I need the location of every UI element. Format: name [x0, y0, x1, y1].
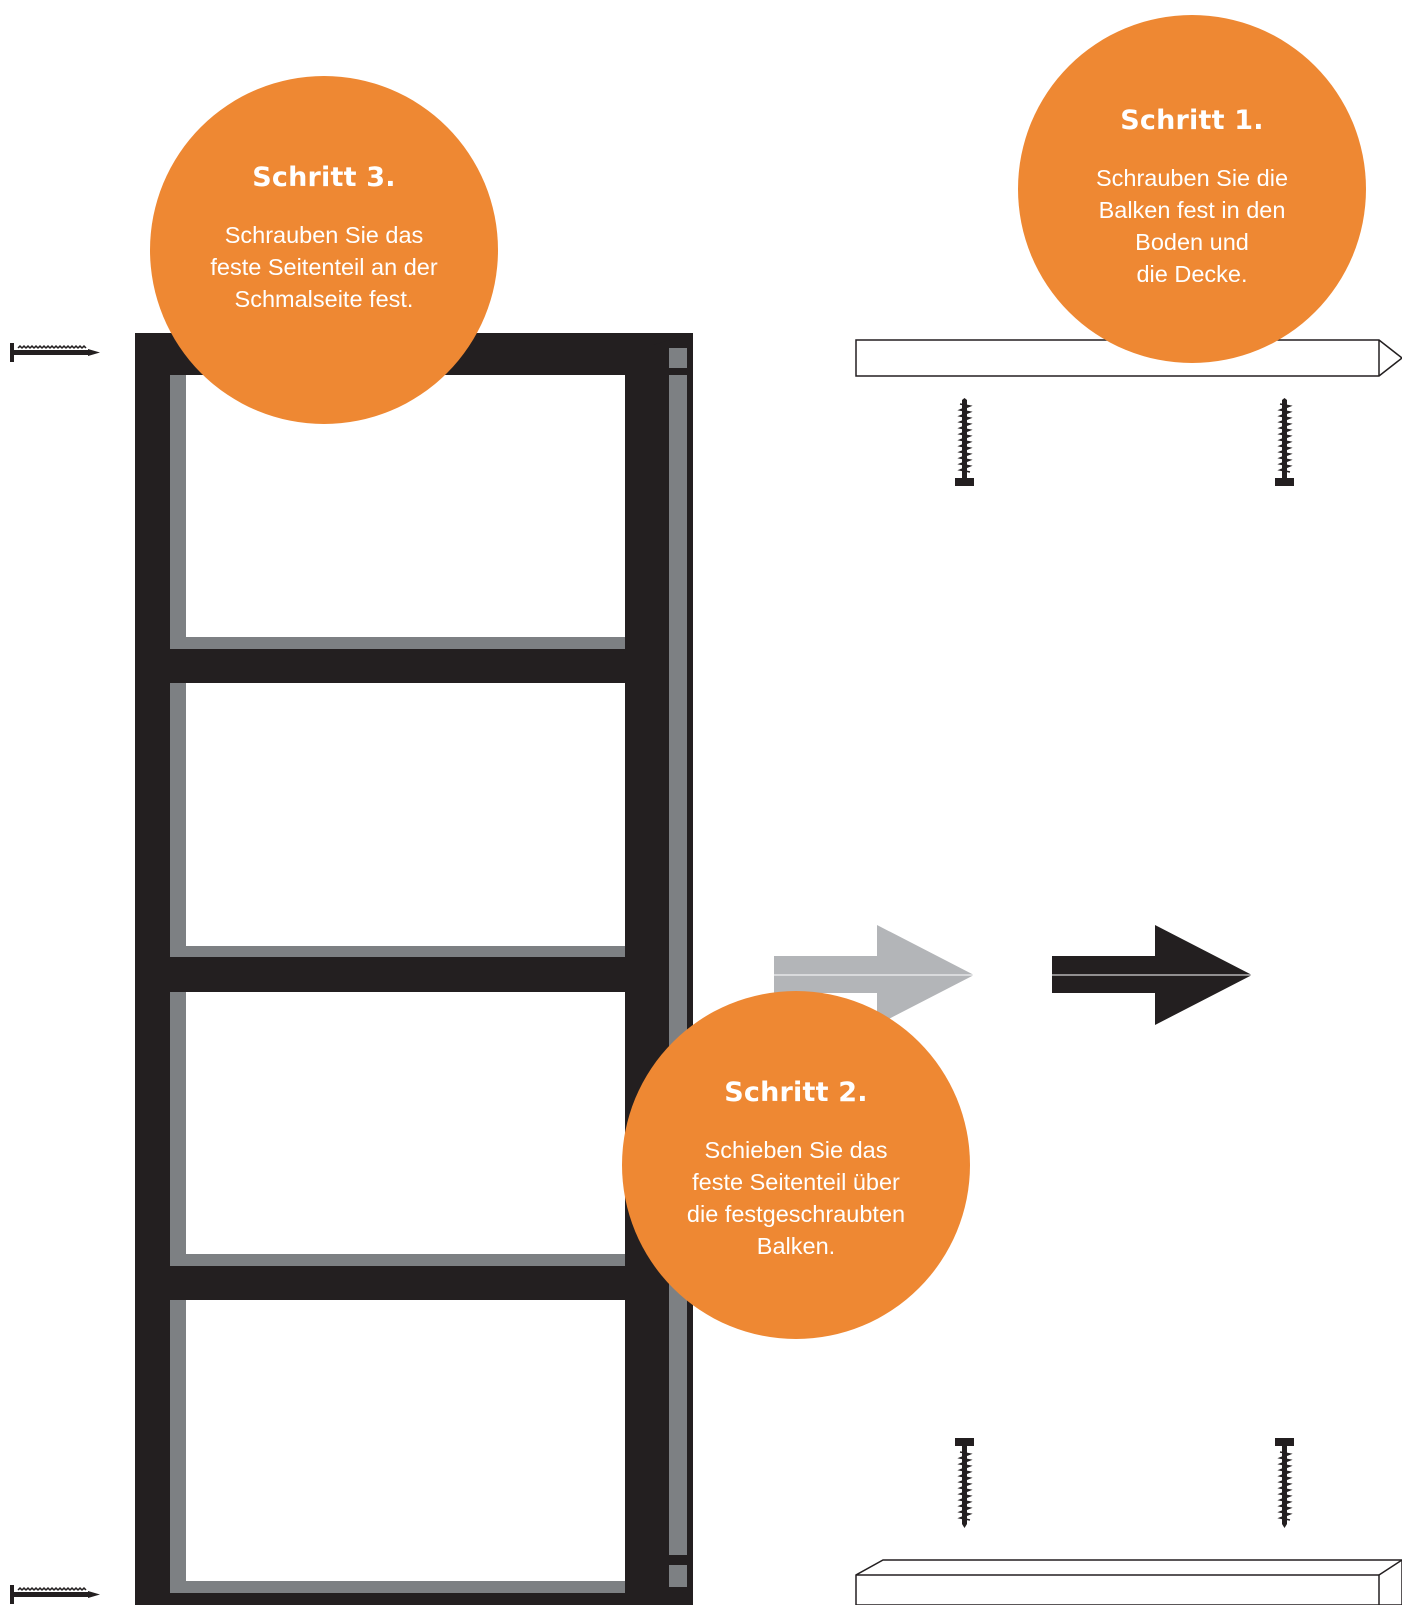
step-2-bubble: Schritt 2. Schieben Sie das feste Seiten… — [622, 991, 970, 1339]
arrow-right-icon — [774, 925, 974, 1025]
step-3-title: Schritt 3. — [252, 162, 396, 193]
screw-icon — [1275, 398, 1294, 486]
step-2-title: Schritt 2. — [724, 1077, 868, 1108]
step-3-text: Schrauben Sie das feste Seitenteil an de… — [210, 222, 438, 312]
screw-icon — [955, 398, 974, 486]
step-3-bubble: Schritt 3. Schrauben Sie das feste Seite… — [150, 76, 498, 424]
screw-icon — [955, 1438, 974, 1528]
screw-icon — [1275, 1438, 1294, 1528]
step-2-text: Schieben Sie das feste Seitenteil über d… — [686, 1137, 906, 1259]
beam — [855, 339, 1402, 377]
step-1-bubble: Schritt 1. Schrauben Sie die Balken fest… — [1018, 15, 1366, 363]
step-1-title: Schritt 1. — [1120, 105, 1264, 136]
screw-icon — [10, 343, 100, 362]
arrow-right-icon — [1052, 925, 1252, 1025]
step-1-text: Schrauben Sie die Balken fest in den Bod… — [1095, 165, 1289, 287]
side-panel-frame — [135, 333, 693, 1605]
screw-icon — [10, 1585, 100, 1604]
beam — [855, 1559, 1402, 1605]
